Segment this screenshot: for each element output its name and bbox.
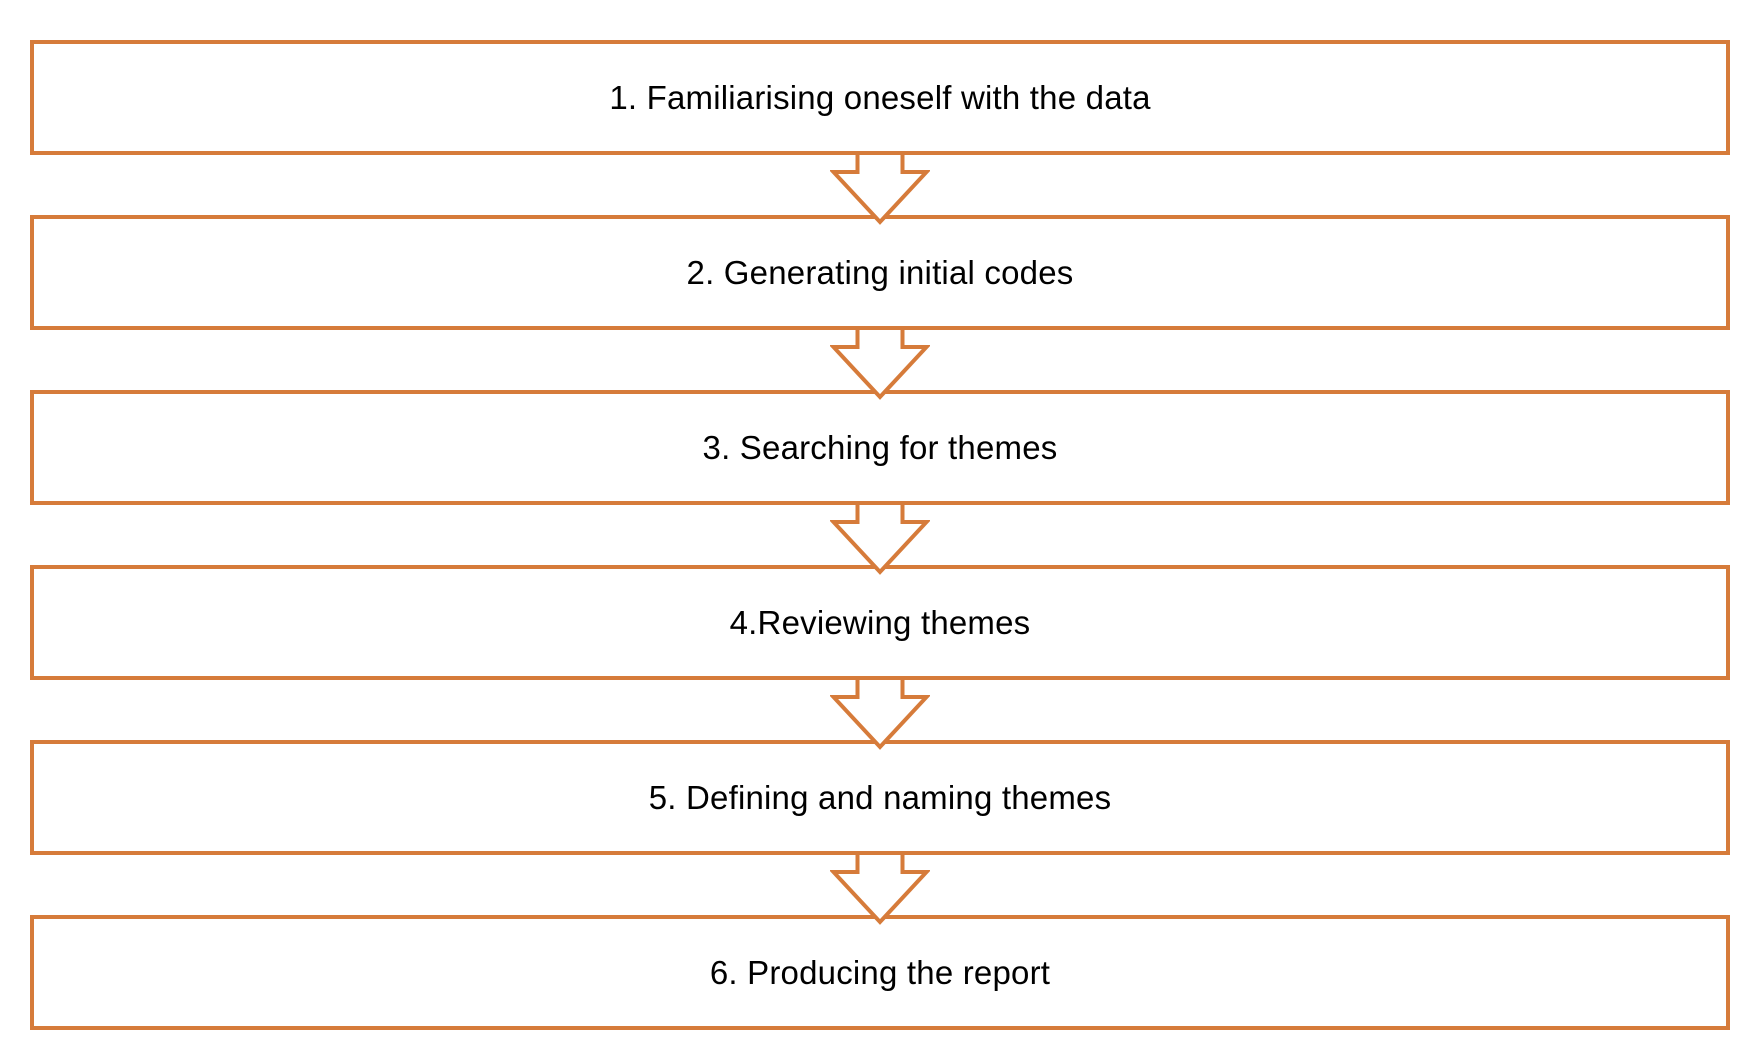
step-label-4: 4.Reviewing themes xyxy=(729,603,1031,641)
down-arrow-icon xyxy=(830,680,930,750)
step-label-2: 2. Generating initial codes xyxy=(686,253,1074,291)
step-box-6: 6. Producing the report xyxy=(30,915,1730,1030)
step-box-2: 2. Generating initial codes xyxy=(30,215,1730,330)
down-arrow-icon xyxy=(830,855,930,925)
step-label-1: 1. Familiarising oneself with the data xyxy=(609,78,1151,116)
step-box-1: 1. Familiarising oneself with the data xyxy=(30,40,1730,155)
down-arrow-icon xyxy=(830,155,930,225)
step-box-4: 4.Reviewing themes xyxy=(30,565,1730,680)
step-box-3: 3. Searching for themes xyxy=(30,390,1730,505)
down-arrow-icon xyxy=(830,330,930,400)
step-label-6: 6. Producing the report xyxy=(709,953,1051,991)
down-arrow-icon xyxy=(830,505,930,575)
step-label-3: 3. Searching for themes xyxy=(702,428,1058,466)
step-box-5: 5. Defining and naming themes xyxy=(30,740,1730,855)
step-label-5: 5. Defining and naming themes xyxy=(648,778,1112,816)
